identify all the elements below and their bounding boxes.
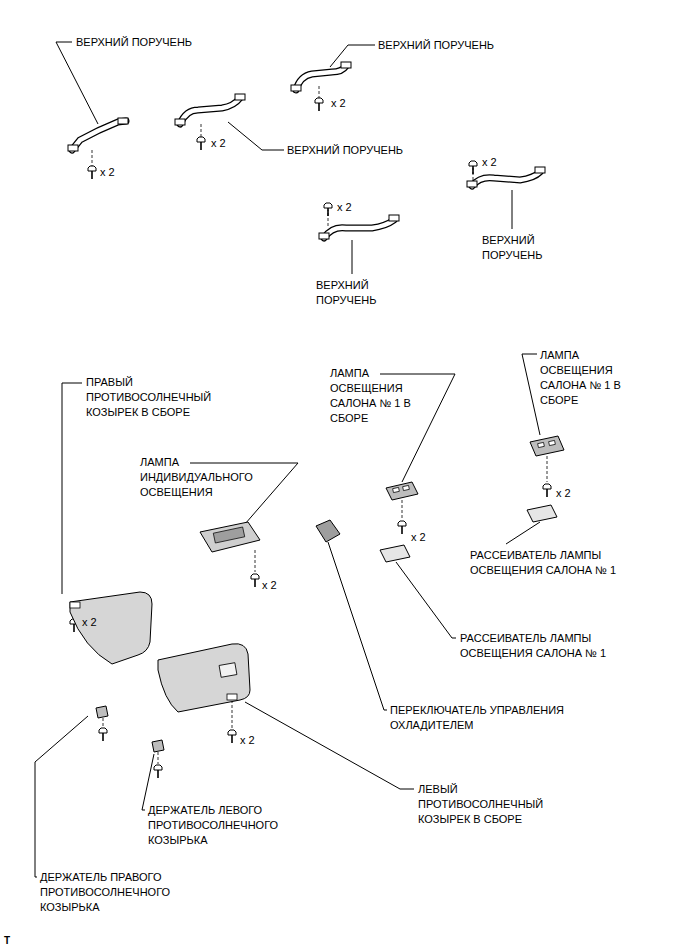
room-lamp <box>530 436 564 456</box>
part-name: ДЕРЖАТЕЛЬ ЛЕВОГО ПРОТИВОСОЛНЕЧНОГО КОЗЫР… <box>148 803 288 848</box>
quantity-callout: x 2 <box>482 155 497 170</box>
assist-grip <box>319 215 399 239</box>
assist-grip <box>175 94 245 125</box>
part-name: ПРАВЫЙ ПРОТИВОСОЛНЕЧНЫЙ КОЗЫРЕК В СБОРЕ <box>86 375 221 420</box>
sun-visor-left <box>158 644 250 712</box>
screw <box>70 98 551 778</box>
quantity-callout: x 2 <box>337 200 352 215</box>
assist-grip <box>68 118 128 151</box>
part-name: ПЕРЕКЛЮЧАТЕЛЬ УПРАВЛЕНИЯ ОХЛАДИТЕЛЕМ <box>390 703 605 733</box>
part-name: ЛАМПА ОСВЕЩЕНИЯ САЛОНА № 1 В СБОРЕ <box>330 366 425 426</box>
part-name: ЛАМПА ОСВЕЩЕНИЯ САЛОНА № 1 В СБОРЕ <box>540 348 635 408</box>
quantity-callout: x 2 <box>82 615 97 630</box>
part-name: ВЕРХНИЙ ПОРУЧЕНЬ <box>76 35 192 50</box>
part-name: ВЕРХНИЙ ПОРУЧЕНЬ <box>482 233 562 263</box>
leader-line <box>506 522 540 544</box>
quantity-callout: x 2 <box>100 165 115 180</box>
leader-line <box>56 42 98 124</box>
lamp-lens <box>380 545 410 562</box>
assist-grip <box>291 62 351 91</box>
personal-lamp <box>200 522 260 552</box>
part-name: ЛЕВЫЙ ПРОТИВОСОЛНЕЧНЫЙ КОЗЫРЕК В СБОРЕ <box>418 782 553 827</box>
part-name: ЛАМПА ИНДИВИДУАЛЬНОГО ОСВЕЩЕНИЯ <box>140 455 268 500</box>
leader-lines <box>35 42 540 877</box>
cooler-switch <box>316 520 340 542</box>
leader-line <box>328 542 387 710</box>
quantity-callout: x 2 <box>556 486 571 501</box>
leader-line <box>512 190 513 229</box>
lamp-lens <box>527 505 557 522</box>
leader-line <box>35 716 88 877</box>
leader-line <box>245 702 414 789</box>
sun-visor-right <box>70 592 152 664</box>
leader-line <box>228 122 284 150</box>
assist-grip <box>467 167 545 187</box>
part-name: ВЕРХНИЙ ПОРУЧЕНЬ <box>378 38 494 53</box>
visor-holder <box>152 740 164 752</box>
room-lamp <box>386 482 418 500</box>
part-name: ДЕРЖАТЕЛЬ ПРАВОГО ПРОТИВОСОЛНЕЧНОГО КОЗЫ… <box>40 870 185 915</box>
visor-holder <box>96 706 108 718</box>
quantity-callout: x 2 <box>411 530 426 545</box>
leader-line <box>522 354 540 435</box>
leader-line <box>396 562 456 638</box>
figure-mark: T <box>4 933 10 948</box>
part-name: ВЕРХНИЙ ПОРУЧЕНЬ <box>287 143 403 158</box>
part-name: РАССЕИВАТЕЛЬ ЛАМПЫ ОСВЕЩЕНИЯ САЛОНА № 1 <box>460 631 630 661</box>
screw-axis-lines <box>74 86 547 764</box>
part-name: РАССЕИВАТЕЛЬ ЛАМПЫ ОСВЕЩЕНИЯ САЛОНА № 1 <box>470 548 640 578</box>
part-name: ВЕРХНИЙ ПОРУЧЕНЬ <box>316 278 396 308</box>
leader-line <box>142 754 154 810</box>
quantity-callout: x 2 <box>240 733 255 748</box>
leader-line <box>330 45 375 67</box>
quantity-callout: x 2 <box>331 96 346 111</box>
leader-line <box>352 240 353 274</box>
leader-line <box>62 383 82 594</box>
quantity-callout: x 2 <box>211 136 226 151</box>
quantity-callout: x 2 <box>262 578 277 593</box>
